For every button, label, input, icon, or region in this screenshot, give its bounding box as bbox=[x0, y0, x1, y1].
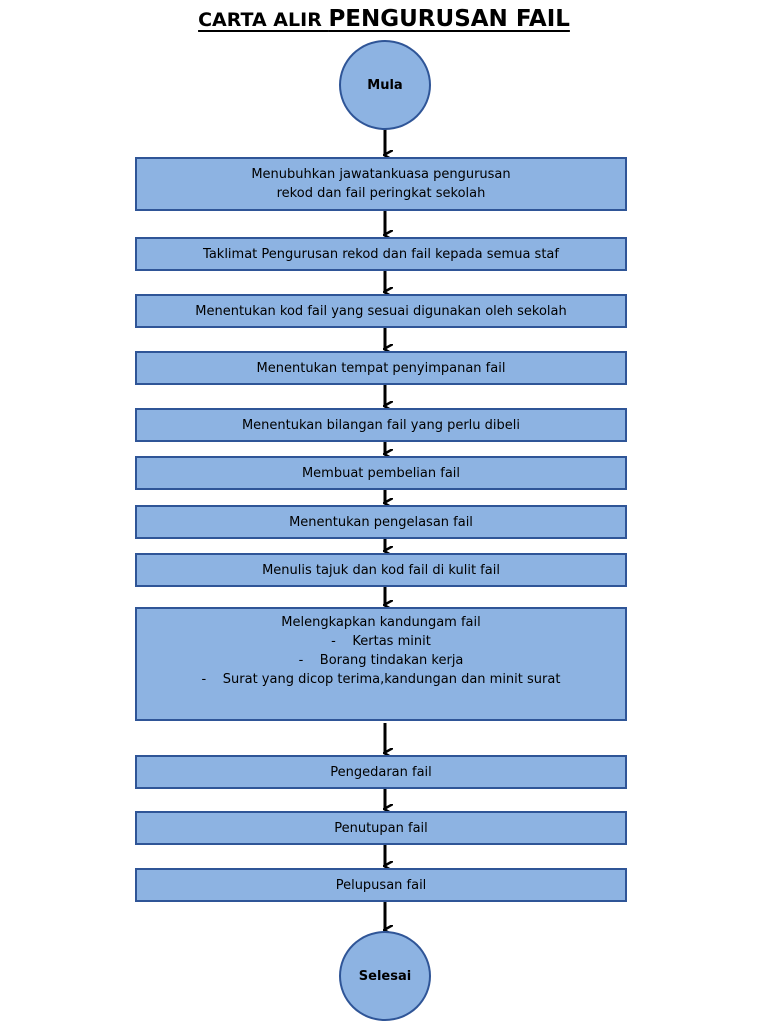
step-text: Melengkapkan kandungam fail bbox=[281, 615, 481, 630]
step-text: Menulis tajuk dan kod fail di kulit fail bbox=[262, 562, 500, 578]
step-text: Membuat pembelian fail bbox=[301, 465, 461, 481]
step-text: Menentukan kod fail yang sesuai digunaka… bbox=[195, 303, 567, 319]
step-text: Menentukan tempat penyimpanan fail bbox=[256, 360, 506, 376]
step-text: rekod dan fail peringkat sekolah bbox=[276, 186, 486, 201]
process-step: Menentukan kod fail yang sesuai digunaka… bbox=[135, 294, 627, 328]
process-step: Pengedaran fail bbox=[135, 755, 627, 789]
process-step: Menubuhkan jawatankuasa pengurusan rekod … bbox=[135, 157, 627, 211]
process-step: Pelupusan fail bbox=[135, 868, 627, 902]
step-text: - Borang tindakan kerja bbox=[298, 653, 464, 668]
process-step: Menentukan tempat penyimpanan fail bbox=[135, 351, 627, 385]
step-text: Pengedaran fail bbox=[330, 764, 432, 780]
process-step: Menentukan pengelasan fail bbox=[135, 505, 627, 539]
step-text: Menentukan bilangan fail yang perlu dibe… bbox=[241, 417, 521, 433]
process-step: Penutupan fail bbox=[135, 811, 627, 845]
page-title: CARTA ALIR PENGURUSAN FAIL bbox=[198, 6, 570, 32]
start-node: Mula bbox=[339, 40, 431, 130]
process-step: Melengkapkan kandungam fail - Kertas mini… bbox=[135, 607, 627, 721]
end-node: Selesai bbox=[339, 931, 431, 1021]
process-step: Membuat pembelian fail bbox=[135, 456, 627, 490]
process-step: Menulis tajuk dan kod fail di kulit fail bbox=[135, 553, 627, 587]
step-text: Menentukan pengelasan fail bbox=[289, 514, 473, 530]
process-step: Menentukan bilangan fail yang perlu dibe… bbox=[135, 408, 627, 442]
process-step: Taklimat Pengurusan rekod dan fail kepad… bbox=[135, 237, 627, 271]
step-text: - Surat yang dicop terima,kandungan dan … bbox=[201, 672, 561, 687]
step-text: Menubuhkan jawatankuasa pengurusan bbox=[251, 167, 511, 182]
step-text: Taklimat Pengurusan rekod dan fail kepad… bbox=[203, 246, 559, 262]
step-text: - Kertas minit bbox=[331, 634, 431, 649]
step-text: Pelupusan fail bbox=[335, 877, 427, 893]
step-text: Penutupan fail bbox=[334, 820, 428, 836]
